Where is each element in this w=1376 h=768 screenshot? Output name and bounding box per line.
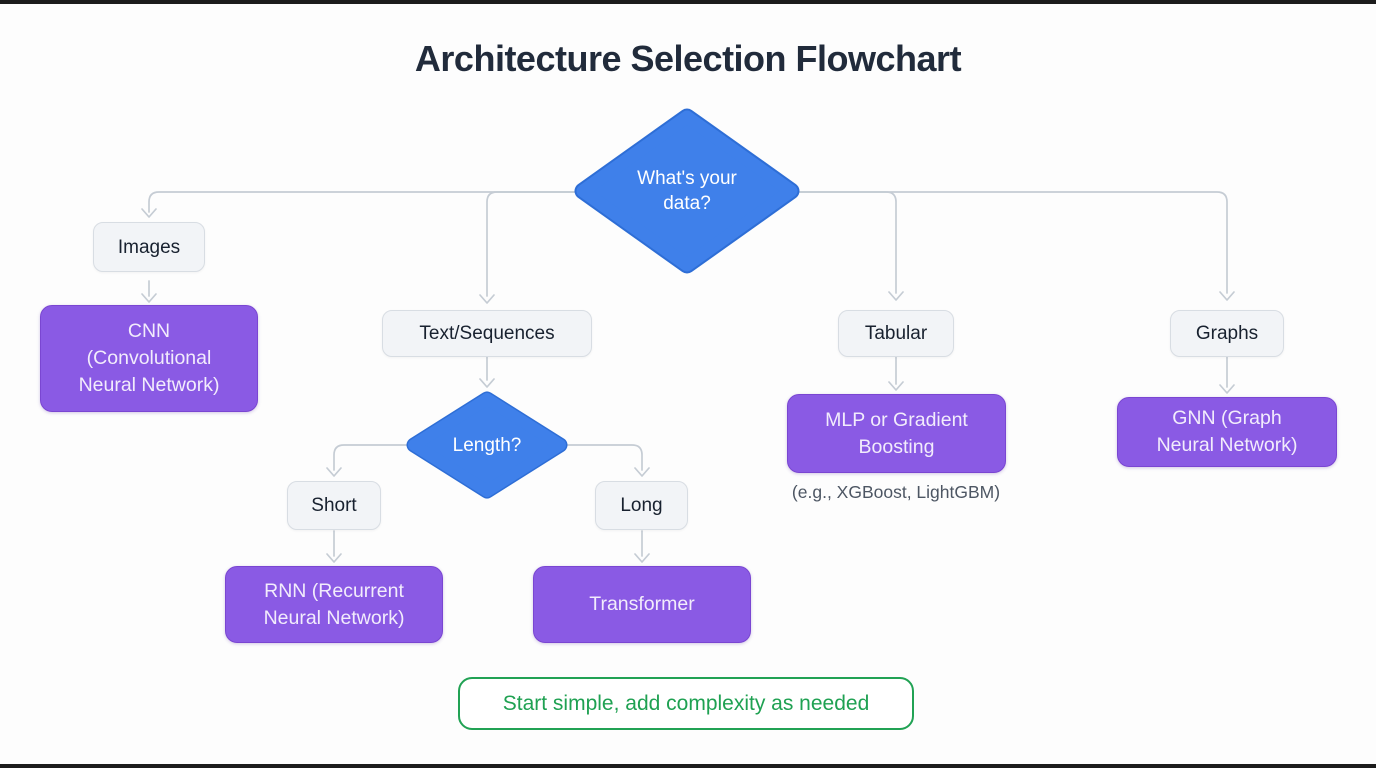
node-cnn: CNN (Convolutional Neural Network): [40, 305, 258, 412]
edge-data-graphs: [799, 191, 1228, 294]
branch-long: Long: [595, 481, 688, 530]
branch-tabular: Tabular: [838, 310, 954, 357]
arrowhead-tabular: [888, 291, 904, 301]
arrowhead-rnn: [326, 553, 342, 563]
node-rnn-label: RNN (Recurrent Neural Network): [263, 579, 405, 629]
node-mlp-gradient-boosting: MLP or Gradient Boosting: [787, 394, 1006, 473]
top-letterbox-bar: [0, 0, 1376, 4]
edge-length-long: [565, 444, 643, 471]
branch-images: Images: [93, 222, 205, 272]
arrowhead-images: [141, 208, 157, 218]
branch-text-sequences-label: Text/Sequences: [419, 323, 555, 344]
branch-tabular-label: Tabular: [864, 323, 928, 344]
edge-data-tabular: [799, 191, 897, 294]
node-rnn: RNN (Recurrent Neural Network): [225, 566, 443, 643]
arrowhead-length: [479, 378, 495, 388]
branch-short: Short: [287, 481, 381, 530]
mlp-examples-caption: (e.g., XGBoost, LightGBM): [791, 482, 1001, 502]
bottom-letterbox-bar: [0, 764, 1376, 768]
edge-data-images: [148, 191, 576, 213]
node-mlp-label: MLP or Gradient Boosting: [825, 408, 968, 458]
branch-graphs: Graphs: [1170, 310, 1284, 357]
diamond-shape: [406, 391, 568, 499]
branch-graphs-label: Graphs: [1195, 323, 1259, 344]
advice-note: Start simple, add complexity as needed: [458, 677, 914, 730]
decision-length: Length?: [406, 391, 568, 499]
branch-long-label: Long: [620, 495, 663, 516]
page-title: Architecture Selection Flowchart: [414, 38, 962, 79]
arrowhead-cnn: [141, 293, 157, 303]
arrowhead-text: [479, 294, 495, 304]
decision-label: What's your data?: [637, 168, 737, 214]
decision-length-label: Length?: [452, 434, 522, 456]
arrowhead-gnn: [1219, 384, 1235, 394]
edge-data-text: [486, 191, 576, 297]
branch-images-label: Images: [117, 236, 181, 258]
decision-whats-your-data: What's your data?: [574, 108, 800, 274]
branch-text-sequences: Text/Sequences: [382, 310, 592, 357]
arrowhead-transformer: [634, 553, 650, 563]
node-gnn: GNN (Graph Neural Network): [1117, 397, 1337, 467]
arrowhead-long: [634, 467, 650, 477]
arrowhead-mlp: [888, 381, 904, 391]
diamond-shape: [574, 108, 800, 274]
advice-note-label: Start simple, add complexity as needed: [502, 691, 870, 715]
branch-short-label: Short: [311, 495, 357, 516]
node-cnn-label: CNN (Convolutional Neural Network): [78, 320, 220, 396]
edge-length-short: [333, 444, 409, 471]
node-transformer: Transformer: [533, 566, 751, 643]
node-gnn-label: GNN (Graph Neural Network): [1156, 407, 1298, 456]
node-transformer-label: Transformer: [589, 593, 695, 615]
arrowhead-graphs: [1219, 291, 1235, 301]
arrowhead-short: [326, 467, 342, 477]
